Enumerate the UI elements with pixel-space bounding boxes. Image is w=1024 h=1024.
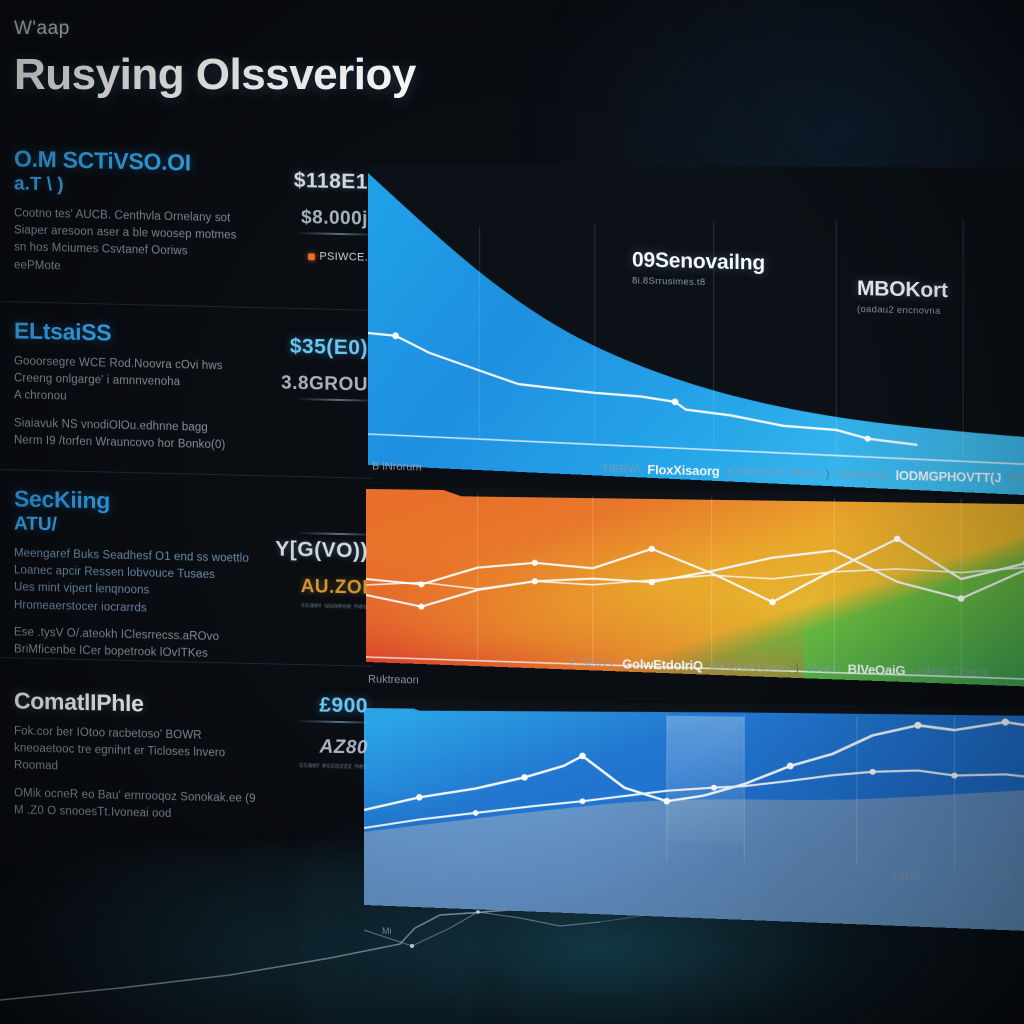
chart-heat[interactable]: [366, 487, 1024, 690]
page-title: Rusying Olssverioy: [14, 50, 416, 100]
chart-area-top-svg: [368, 165, 1024, 499]
chart-area-top[interactable]: [368, 165, 1024, 499]
chart-data-point: [392, 332, 399, 340]
chart-heat-svg: [366, 487, 1024, 690]
header-eyebrow: W'aap: [14, 18, 416, 40]
page-header: W'aap Rusying Olssverioy: [14, 18, 416, 100]
chart-column-highlight: [666, 715, 745, 844]
chart-top-mask: [364, 700, 1024, 719]
chart-heat-red-overlay: [366, 547, 804, 679]
